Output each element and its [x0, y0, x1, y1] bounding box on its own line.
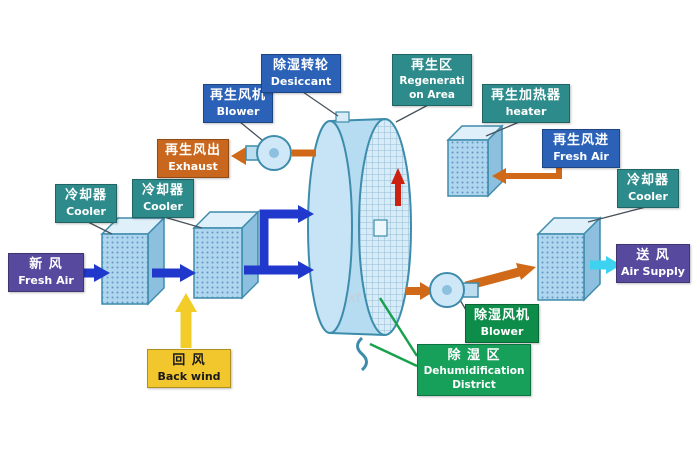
back-wind-arrow: [175, 293, 197, 348]
dehumid-district-line-2: [369, 342, 418, 368]
label-desiccant-wheel-en: Desiccant: [270, 74, 332, 88]
label-back-wind-en: Back wind: [157, 369, 221, 383]
label-dehumid-blower-zh: 除湿风机: [473, 308, 530, 323]
label-cooler-left-1-en: Cooler: [66, 204, 106, 218]
cooler-box-left-2-side: [241, 210, 259, 300]
connector-cooler1: [87, 221, 113, 235]
exhaust-arrow-head: [231, 147, 246, 165]
label-cooler-right: 冷却器 Cooler: [617, 169, 679, 209]
regen-blower-hub: [269, 148, 279, 158]
label-regen-exhaust-zh: 再生风出: [164, 143, 221, 158]
heater-box-front: [447, 139, 489, 197]
to-wheel-upper-arrow-head: [298, 205, 314, 223]
label-cooler-right-en: Cooler: [628, 189, 668, 203]
cooler-box-right: [536, 216, 602, 302]
label-regen-blower-en: Blower: [216, 104, 260, 118]
dehumid-blower-fan: [429, 272, 479, 308]
regen-zone-arrow: [391, 168, 405, 206]
label-regen-heater-zh: 再生加热器: [490, 88, 561, 103]
label-fresh-air-in: 新 风 Fresh Air: [8, 253, 84, 293]
blower-to-cooler-head: [516, 263, 536, 280]
label-air-supply-zh: 送 风: [636, 248, 670, 263]
label-dehumid-blower-en: Blower: [480, 324, 524, 338]
label-regen-exhaust: 再生风出 Exhaust: [157, 139, 229, 179]
label-regen-area: 再生区 Regenerati on Area: [392, 54, 472, 107]
label-regen-area-en2: on Area: [409, 88, 455, 101]
heater-box: [446, 124, 504, 198]
label-fresh-air-in-en: Fresh Air: [18, 273, 74, 287]
label-back-wind: 回 风 Back wind: [147, 349, 231, 389]
label-cooler-left-2-en: Cooler: [143, 199, 183, 213]
watermark-text: xt: [347, 291, 362, 306]
regen-air-in-head: [492, 168, 506, 184]
to-wheel-upper-arrow-shaft: [244, 209, 298, 275]
connector-regen-blower: [239, 121, 263, 141]
fresh-air-arrow-head: [94, 264, 110, 282]
connector-cooler-right: [587, 206, 647, 223]
label-regen-heater-en: heater: [505, 104, 547, 118]
label-desiccant-wheel-zh: 除湿转轮: [272, 58, 329, 73]
dehumid-district-line-1: [378, 297, 419, 357]
label-dehumid-district-en2: District: [452, 378, 496, 391]
connector-cooler2: [163, 216, 203, 229]
label-air-supply-en: Air Supply: [621, 264, 685, 278]
connector-desiccant: [302, 91, 339, 117]
air-supply-arrow: [590, 256, 621, 274]
label-fresh-air-in-zh: 新 风: [29, 257, 63, 272]
connector-regen-area: [395, 103, 431, 123]
desiccant-wheel: [307, 111, 412, 336]
between-coolers-arrow-head: [180, 264, 196, 282]
label-back-wind-zh: 回 风: [172, 353, 206, 368]
to-wheel-lower-arrow-head: [298, 261, 314, 279]
regen-air-in-shaft: [506, 168, 562, 179]
label-desiccant-wheel: 除湿转轮 Desiccant: [261, 54, 341, 94]
cooler-box-left-2: [192, 210, 260, 300]
regen-blower-fan: [245, 135, 292, 171]
label-dehumid-blower: 除湿风机 Blower: [465, 304, 539, 344]
label-cooler-left-2: 冷却器 Cooler: [132, 179, 194, 219]
dehumid-blower-hub: [442, 285, 452, 295]
label-regen-blower-zh: 再生风机: [209, 88, 266, 103]
label-cooler-left-1-zh: 冷却器: [64, 188, 107, 203]
process-air-arrows: [82, 205, 314, 282]
cooler-box-left-2-front: [193, 227, 243, 299]
regen-zone-arrow-head: [391, 168, 405, 184]
wheel-top-tab: [335, 111, 350, 123]
air-supply-arrow-head: [606, 256, 621, 274]
wheel-hub-box: [373, 219, 388, 237]
label-regen-exhaust-en: Exhaust: [168, 159, 218, 173]
label-dehumid-district-zh: 除 湿 区: [447, 348, 501, 363]
cooler-box-right-front: [537, 233, 585, 301]
label-regen-air-in-zh: 再生风进: [552, 133, 609, 148]
wheel-to-dehumid-blower-head: [420, 282, 435, 300]
label-regen-air-in-en: Fresh Air: [553, 149, 609, 163]
cooler-box-left-1-side: [147, 216, 165, 306]
label-dehumid-district-en1: Dehumidification: [423, 364, 525, 377]
cooler-box-left-1-front: [101, 233, 149, 305]
back-wind-arrow-head: [175, 293, 197, 312]
label-cooler-right-zh: 冷却器: [626, 173, 669, 188]
cooler-box-left-1: [100, 216, 166, 306]
wheel-back-face: [307, 120, 353, 334]
label-cooler-left-1: 冷却器 Cooler: [55, 184, 117, 224]
label-cooler-left-2-zh: 冷却器: [141, 183, 184, 198]
label-regen-area-zh: 再生区: [410, 58, 453, 73]
curl-shape: [356, 336, 368, 372]
label-regen-heater: 再生加热器 heater: [482, 84, 570, 124]
label-regen-area-en1: Regenerati: [399, 74, 465, 87]
label-regen-air-in: 再生风进 Fresh Air: [542, 129, 620, 169]
label-air-supply: 送 风 Air Supply: [616, 244, 690, 284]
label-dehumid-district: 除 湿 区 Dehumidification District: [417, 344, 531, 397]
